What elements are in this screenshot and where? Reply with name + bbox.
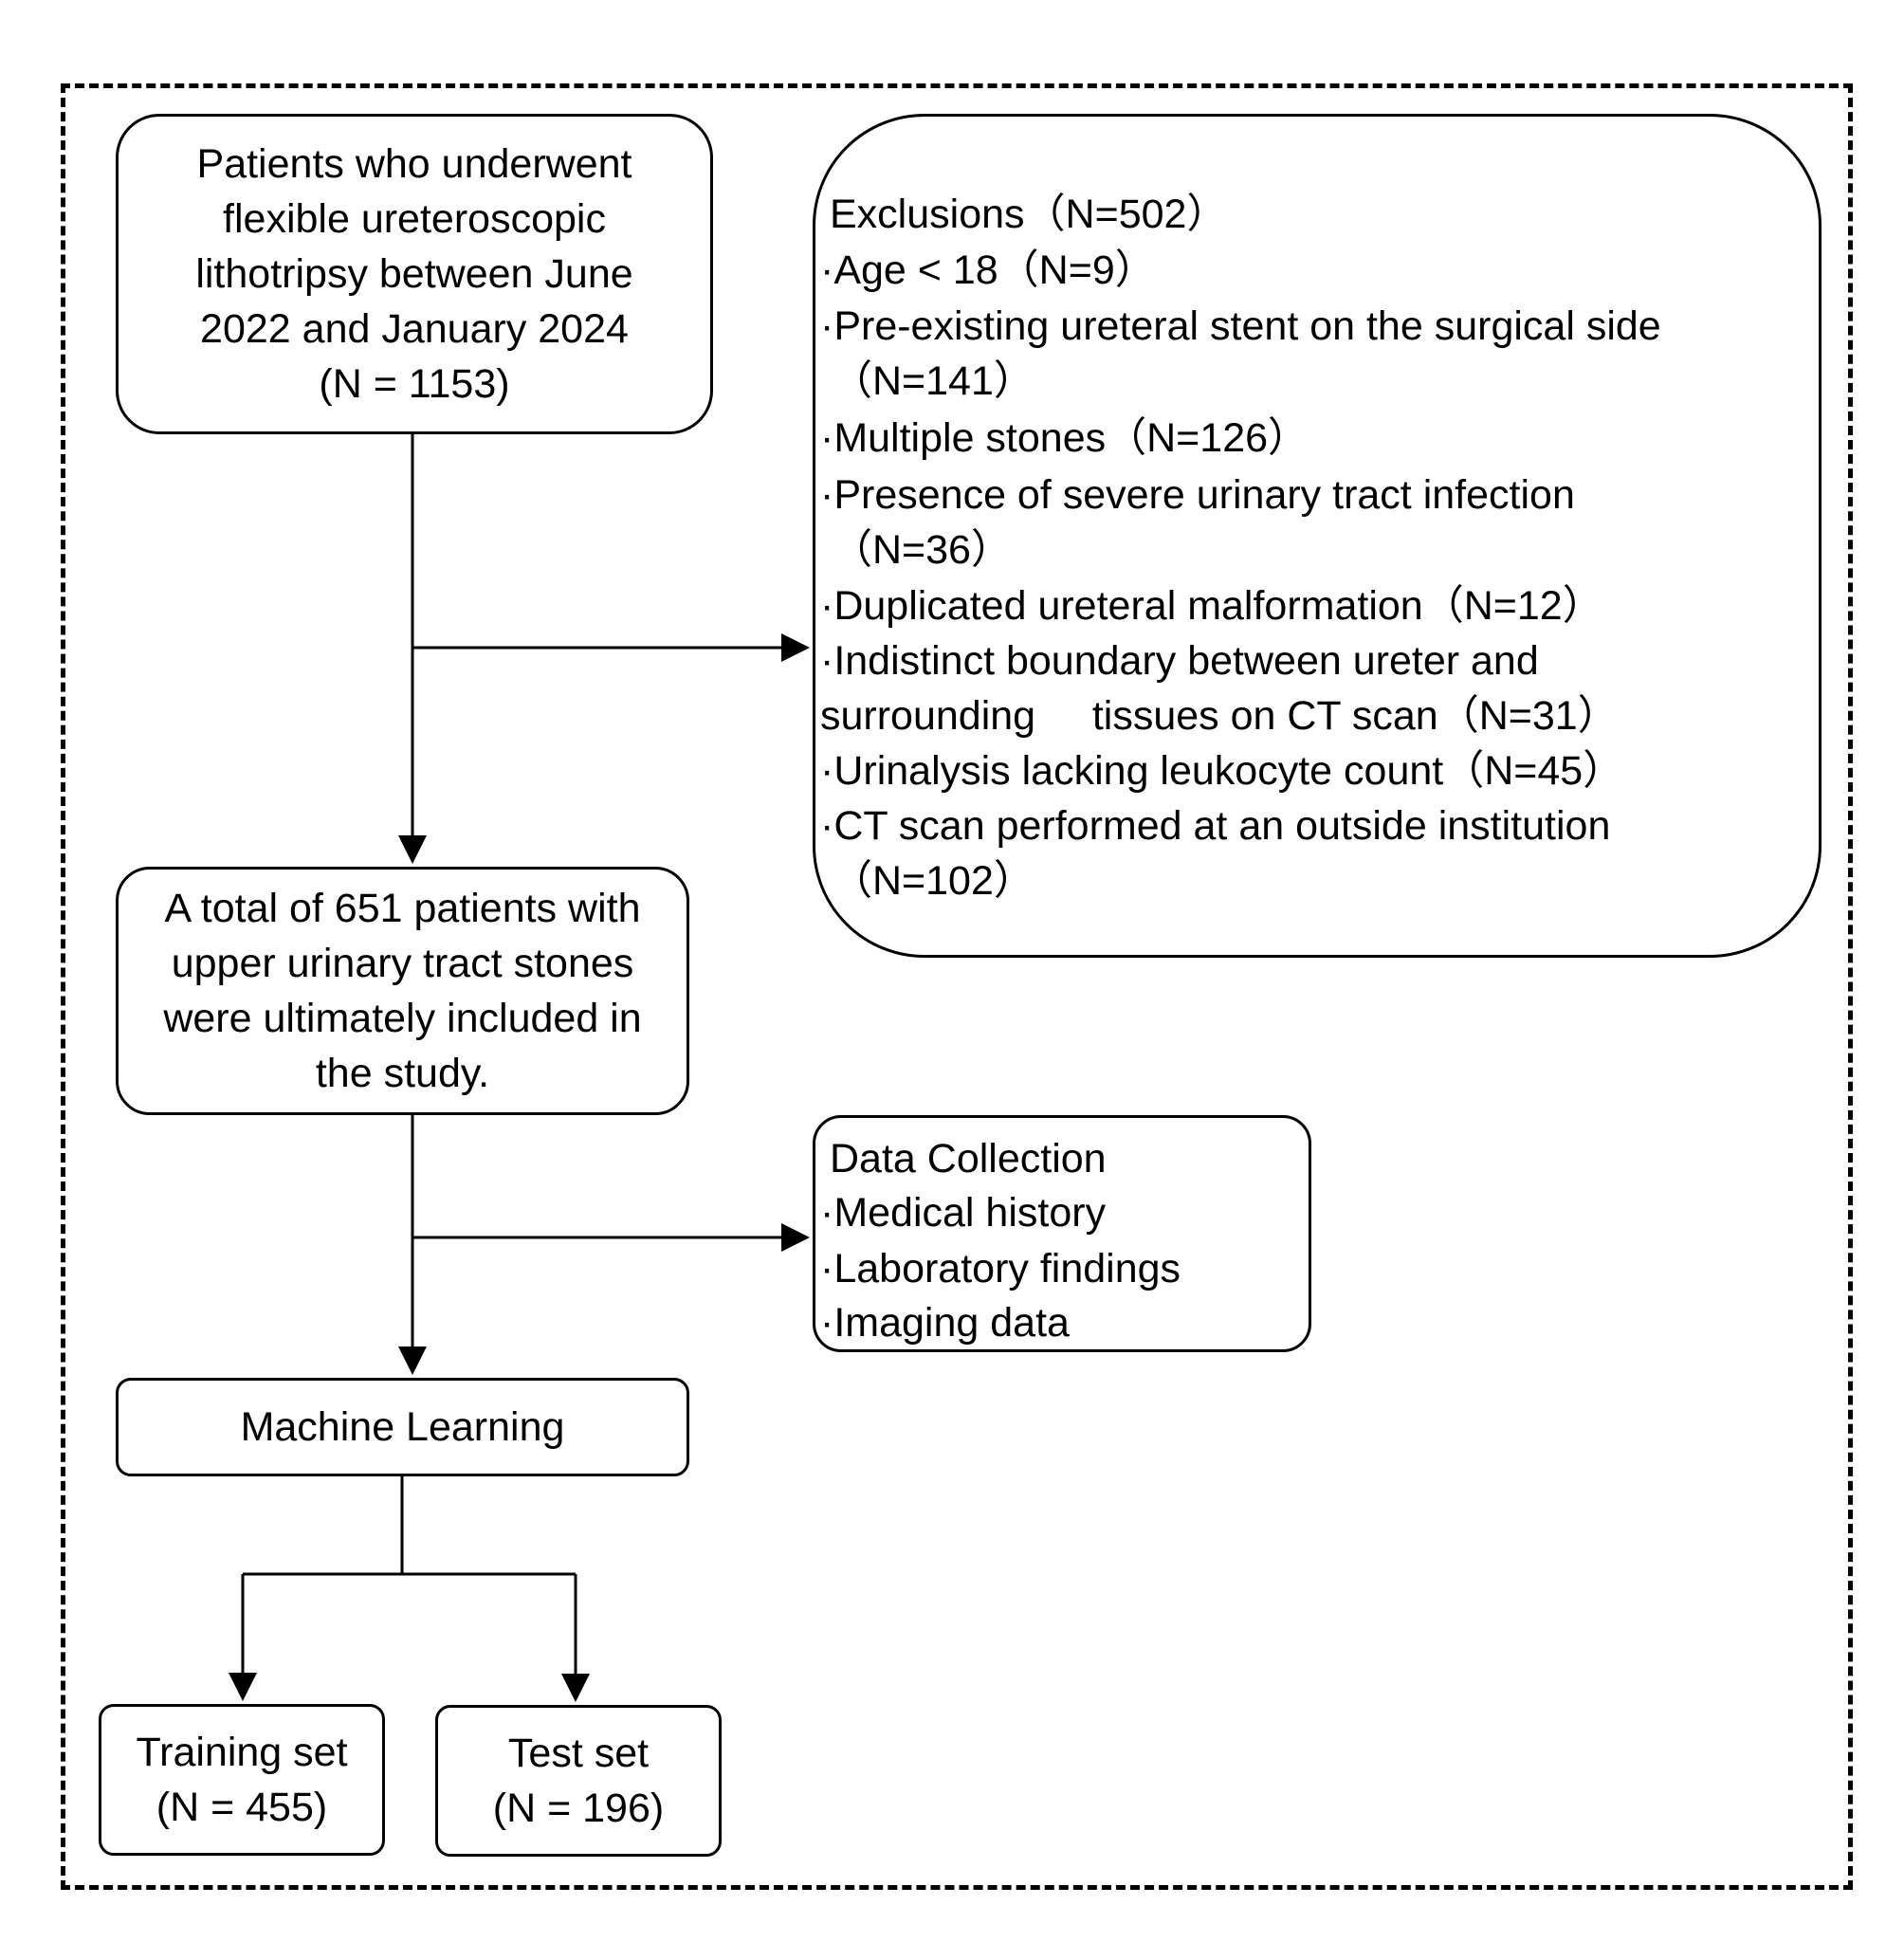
exclusion-line: ·Multiple stones（N=126） [820,415,1309,461]
included-box: A total of 651 patients with upper urina… [116,867,689,1115]
exclusions-box: Exclusions（N=502） ·Age < 18（N=9） ·Pre-ex… [813,114,1822,958]
exclusions-title: Exclusions（N=502） [830,192,1228,237]
dashed-frame [61,83,1853,1890]
start-line: Patients who underwent [196,141,632,187]
exclusion-line: ·CT scan performed at an outside institu… [820,803,1611,849]
data-collection-item: ·Medical history [820,1190,1107,1236]
exclusion-line: ·Duplicated ureteral malformation（N=12） [820,583,1603,629]
test-set-count: (N = 196) [492,1786,665,1831]
exclusion-line: （N=102） [820,858,1034,904]
exclusion-line: （N=36） [820,527,1012,573]
start-line: lithotripsy between June [195,251,633,297]
start-box: Patients who underwent flexible ureteros… [116,114,713,434]
exclusion-line: ·Presence of severe urinary tract infect… [820,472,1575,518]
test-set-label: Test set [507,1731,650,1776]
start-line: flexible ureteroscopic [223,196,606,242]
exclusion-line: ·Indistinct boundary between ureter and [820,638,1539,684]
machine-learning-label: Machine Learning [240,1404,565,1450]
test-set-box: Test set (N = 196) [435,1705,722,1857]
included-line: upper urinary tract stones [171,941,634,986]
data-collection-box: Data Collection ·Medical history ·Labora… [813,1115,1311,1352]
training-set-count: (N = 455) [156,1785,328,1830]
included-line: were ultimately included in [163,996,642,1041]
data-collection-item: ·Laboratory findings [820,1246,1181,1291]
included-line: A total of 651 patients with [164,886,641,931]
exclusion-line: ·Age < 18（N=9） [820,247,1156,293]
training-set-label: Training set [136,1730,348,1775]
start-count: (N = 1153) [319,361,510,407]
exclusion-line: （N=141） [820,358,1034,404]
included-line: the study. [315,1051,490,1096]
exclusion-line: ·Urinalysis lacking leukocyte count（N=45… [820,748,1624,794]
start-line: 2022 and January 2024 [200,306,629,352]
training-set-box: Training set (N = 455) [99,1704,385,1856]
data-collection-item: ·Imaging data [820,1300,1070,1346]
data-collection-title: Data Collection [830,1136,1107,1181]
exclusion-line: ·Pre-existing ureteral stent on the surg… [820,303,1661,349]
machine-learning-box: Machine Learning [116,1378,689,1476]
exclusion-line: surrounding tissues on CT scan（N=31） [820,693,1619,739]
